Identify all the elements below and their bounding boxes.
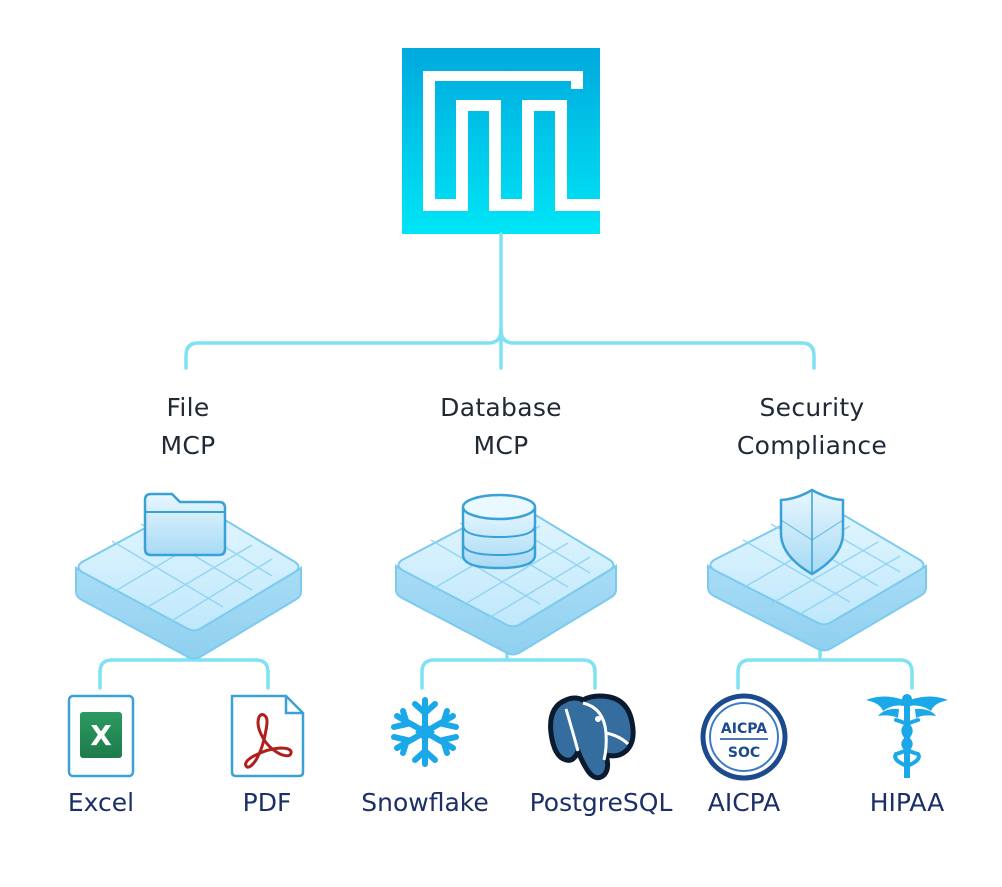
snowflake-icon <box>391 697 459 767</box>
leaf-label-excel: Excel <box>67 788 135 817</box>
leaf-label-hipaa: HIPAA <box>869 788 945 817</box>
leaf-label-aicpa: AICPA <box>707 788 781 817</box>
category-title-security: Security Compliance <box>712 389 912 465</box>
category-title-database: Database MCP <box>400 389 602 465</box>
category-title-line2: MCP <box>160 431 216 460</box>
platform-security <box>707 488 927 652</box>
platform-file <box>75 492 302 660</box>
caduceus-icon <box>866 694 948 778</box>
database-icon <box>461 493 537 570</box>
category-title-line2: Compliance <box>736 431 888 460</box>
badge-bottom-text: SOC <box>728 745 760 761</box>
leaf-label-postgresql: PostgreSQL <box>529 788 673 817</box>
category-title-file: File MCP <box>108 389 268 465</box>
sub-connector-lines <box>98 638 914 690</box>
category-title-line1: Security <box>759 393 865 422</box>
platform-database <box>395 493 617 656</box>
badge-top-text: AICPA <box>721 721 767 737</box>
shield-icon <box>779 488 845 576</box>
brand-logo <box>402 48 600 234</box>
excel-icon: X <box>67 694 135 778</box>
folder-icon <box>143 492 227 557</box>
aicpa-soc-badge-icon: AICPA SOC <box>700 693 788 781</box>
category-title-line2: MCP <box>473 431 529 460</box>
category-title-line1: File <box>166 393 210 422</box>
leaf-label-snowflake: Snowflake <box>361 788 489 817</box>
leaf-label-pdf: PDF <box>242 788 292 817</box>
pdf-icon <box>230 694 305 778</box>
category-title-line1: Database <box>440 393 562 422</box>
main-connector-lines <box>184 232 816 370</box>
excel-glyph: X <box>90 719 112 752</box>
postgresql-elephant-icon <box>548 693 636 781</box>
